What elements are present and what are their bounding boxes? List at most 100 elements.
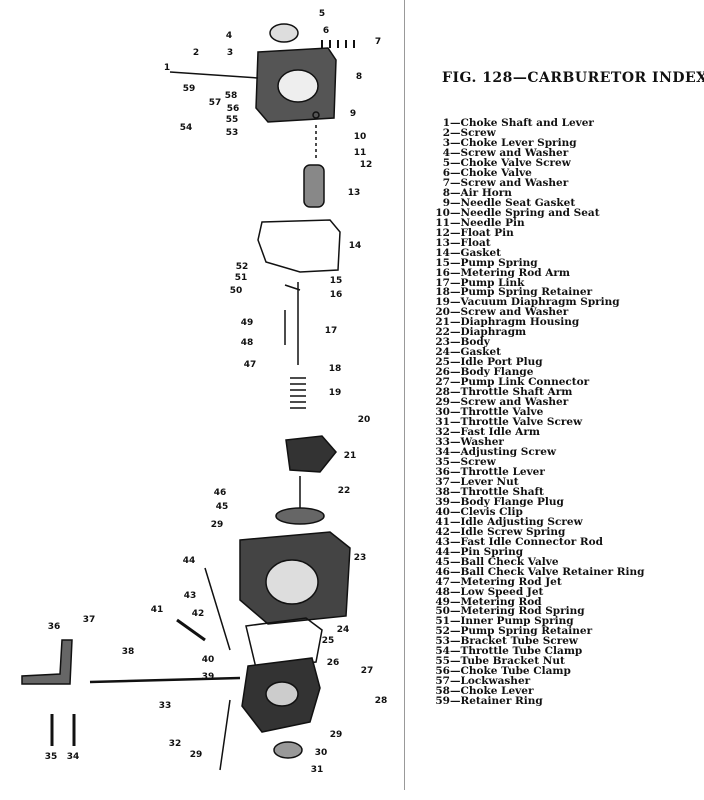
parts-index-item: 46—Ball Check Valve Retainer Ring bbox=[430, 565, 645, 578]
callout-number: 55 bbox=[226, 115, 239, 125]
part-name: Screw bbox=[460, 455, 496, 468]
parts-index-item: 49—Metering Rod bbox=[430, 595, 644, 608]
callout-number: 20 bbox=[358, 415, 371, 425]
part-number: 37 bbox=[435, 475, 450, 488]
parts-index-item: 52—Pump Spring Retainer bbox=[430, 625, 644, 638]
dash-separator: — bbox=[450, 515, 461, 528]
callout-number: 1 bbox=[164, 63, 170, 73]
part-number: 47 bbox=[435, 575, 450, 588]
part-number: 15 bbox=[435, 256, 450, 269]
callout-number: 3 bbox=[227, 48, 233, 58]
part-name: Retainer Ring bbox=[460, 695, 543, 708]
part-name: Ball Check Valve Retainer Ring bbox=[460, 565, 645, 578]
callout-number: 42 bbox=[192, 609, 205, 619]
part-name: Idle Screw Spring bbox=[460, 525, 566, 538]
callout-number: 35 bbox=[45, 752, 58, 762]
parts-index-item: 47—Metering Rod Jet bbox=[430, 575, 644, 588]
part-name: Body bbox=[460, 336, 490, 349]
parts-index-item: 51—Inner Pump Spring bbox=[430, 615, 644, 628]
dash-separator: — bbox=[450, 635, 461, 648]
part-number: 5 bbox=[442, 156, 450, 169]
parts-index-item: 8—Air Horn bbox=[430, 188, 644, 199]
parts-index-item: 24—Gasket bbox=[430, 346, 644, 359]
part-number: 28 bbox=[435, 386, 450, 399]
dash-separator: — bbox=[450, 675, 461, 688]
dash-separator: — bbox=[450, 126, 461, 139]
part-name: Metering Rod bbox=[460, 595, 542, 608]
part-name: Screw bbox=[460, 126, 496, 139]
part-name: Needle Pin bbox=[460, 216, 525, 229]
part-number: 14 bbox=[435, 246, 450, 259]
part-number: 9 bbox=[442, 196, 450, 209]
part-number: 7 bbox=[442, 176, 450, 189]
dash-separator: — bbox=[450, 485, 461, 498]
callout-number: 5 bbox=[319, 9, 325, 19]
callout-number: 59 bbox=[183, 84, 196, 94]
float-shape bbox=[303, 164, 325, 208]
part-number: 18 bbox=[435, 286, 450, 299]
callout-number: 18 bbox=[329, 364, 342, 374]
part-number: 12 bbox=[435, 226, 450, 239]
parts-index-item: 20—Screw and Washer bbox=[430, 306, 644, 319]
part-name: Needle Spring and Seat bbox=[460, 206, 600, 219]
dash-separator: — bbox=[450, 316, 461, 329]
dash-separator: — bbox=[450, 336, 461, 349]
dash-separator: — bbox=[450, 545, 461, 558]
part-number: 19 bbox=[435, 296, 450, 309]
part-number: 52 bbox=[435, 625, 450, 638]
callout-number: 17 bbox=[325, 326, 338, 336]
gasket-shape bbox=[257, 219, 341, 273]
part-number: 35 bbox=[435, 455, 450, 468]
part-name: Throttle Valve bbox=[460, 406, 544, 419]
dash-separator: — bbox=[450, 555, 461, 568]
parts-index-item: 16—Metering Rod Arm bbox=[430, 267, 644, 279]
part-number: 51 bbox=[435, 615, 450, 628]
dash-separator: — bbox=[450, 605, 461, 618]
parts-index-item: 56—Choke Tube Clamp bbox=[430, 665, 644, 678]
parts-index-item: 27—Pump Link Connector bbox=[430, 377, 644, 388]
part-name: Throttle Tube Clamp bbox=[460, 645, 583, 658]
parts-index-item: 28—Throttle Shaft Arm bbox=[430, 386, 644, 399]
dash-separator: — bbox=[450, 396, 461, 409]
part-name: Float Pin bbox=[460, 226, 514, 239]
part-number: 59 bbox=[435, 695, 450, 708]
part-name: Clevis Clip bbox=[460, 505, 523, 518]
part-name: Throttle Valve Screw bbox=[460, 416, 583, 429]
part-name: Diaphragm bbox=[460, 326, 527, 339]
parts-index-item: 34—Adjusting Screw bbox=[430, 447, 644, 458]
dash-separator: — bbox=[450, 356, 461, 369]
parts-index-item: 12—Float Pin bbox=[430, 226, 644, 239]
part-name: Screw and Washer bbox=[460, 306, 569, 319]
parts-index-item: 54—Throttle Tube Clamp bbox=[430, 645, 644, 658]
part-number: 57 bbox=[435, 675, 450, 688]
parts-index-item: 32—Fast Idle Arm bbox=[430, 427, 644, 438]
dash-separator: — bbox=[450, 236, 461, 249]
callout-number: 32 bbox=[169, 739, 182, 749]
part-number: 23 bbox=[435, 336, 450, 349]
choke-valve-shape bbox=[269, 23, 299, 43]
part-number: 56 bbox=[435, 665, 450, 678]
throttle-valve-shape bbox=[273, 741, 303, 759]
part-name: Ball Check Valve bbox=[460, 555, 559, 568]
dash-separator: — bbox=[450, 625, 461, 638]
dash-separator: — bbox=[450, 346, 461, 359]
dash-separator: — bbox=[450, 695, 461, 708]
dash-separator: — bbox=[450, 655, 461, 668]
callout-number: 53 bbox=[226, 128, 239, 138]
callout-number: 13 bbox=[348, 188, 361, 198]
part-number: 1 bbox=[442, 117, 450, 129]
parts-index-item: 55—Tube Bracket Nut bbox=[430, 655, 644, 668]
callout-number: 14 bbox=[349, 241, 362, 251]
part-number: 6 bbox=[442, 166, 450, 179]
part-number: 29 bbox=[435, 396, 450, 409]
callout-number: 46 bbox=[214, 488, 227, 498]
callout-number: 47 bbox=[244, 360, 257, 370]
part-number: 55 bbox=[435, 655, 450, 668]
part-number: 22 bbox=[435, 326, 450, 339]
parts-index-item: 1—Choke Shaft and Lever bbox=[430, 117, 644, 129]
part-number: 39 bbox=[435, 495, 450, 508]
parts-index-item: 21—Diaphragm Housing bbox=[430, 316, 644, 329]
part-number: 10 bbox=[435, 206, 450, 219]
part-name: Choke Shaft and Lever bbox=[460, 117, 594, 129]
